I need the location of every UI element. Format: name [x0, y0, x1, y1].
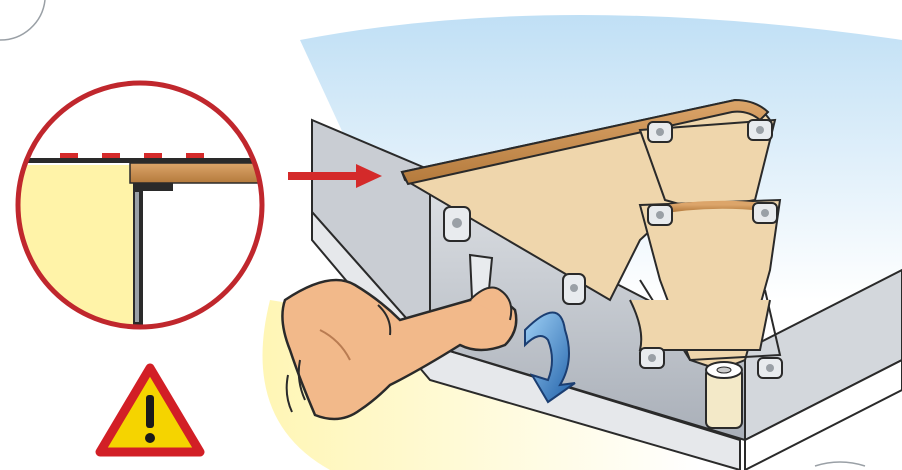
- lower-bracket-fill: [630, 300, 770, 350]
- foot-hole: [717, 367, 731, 373]
